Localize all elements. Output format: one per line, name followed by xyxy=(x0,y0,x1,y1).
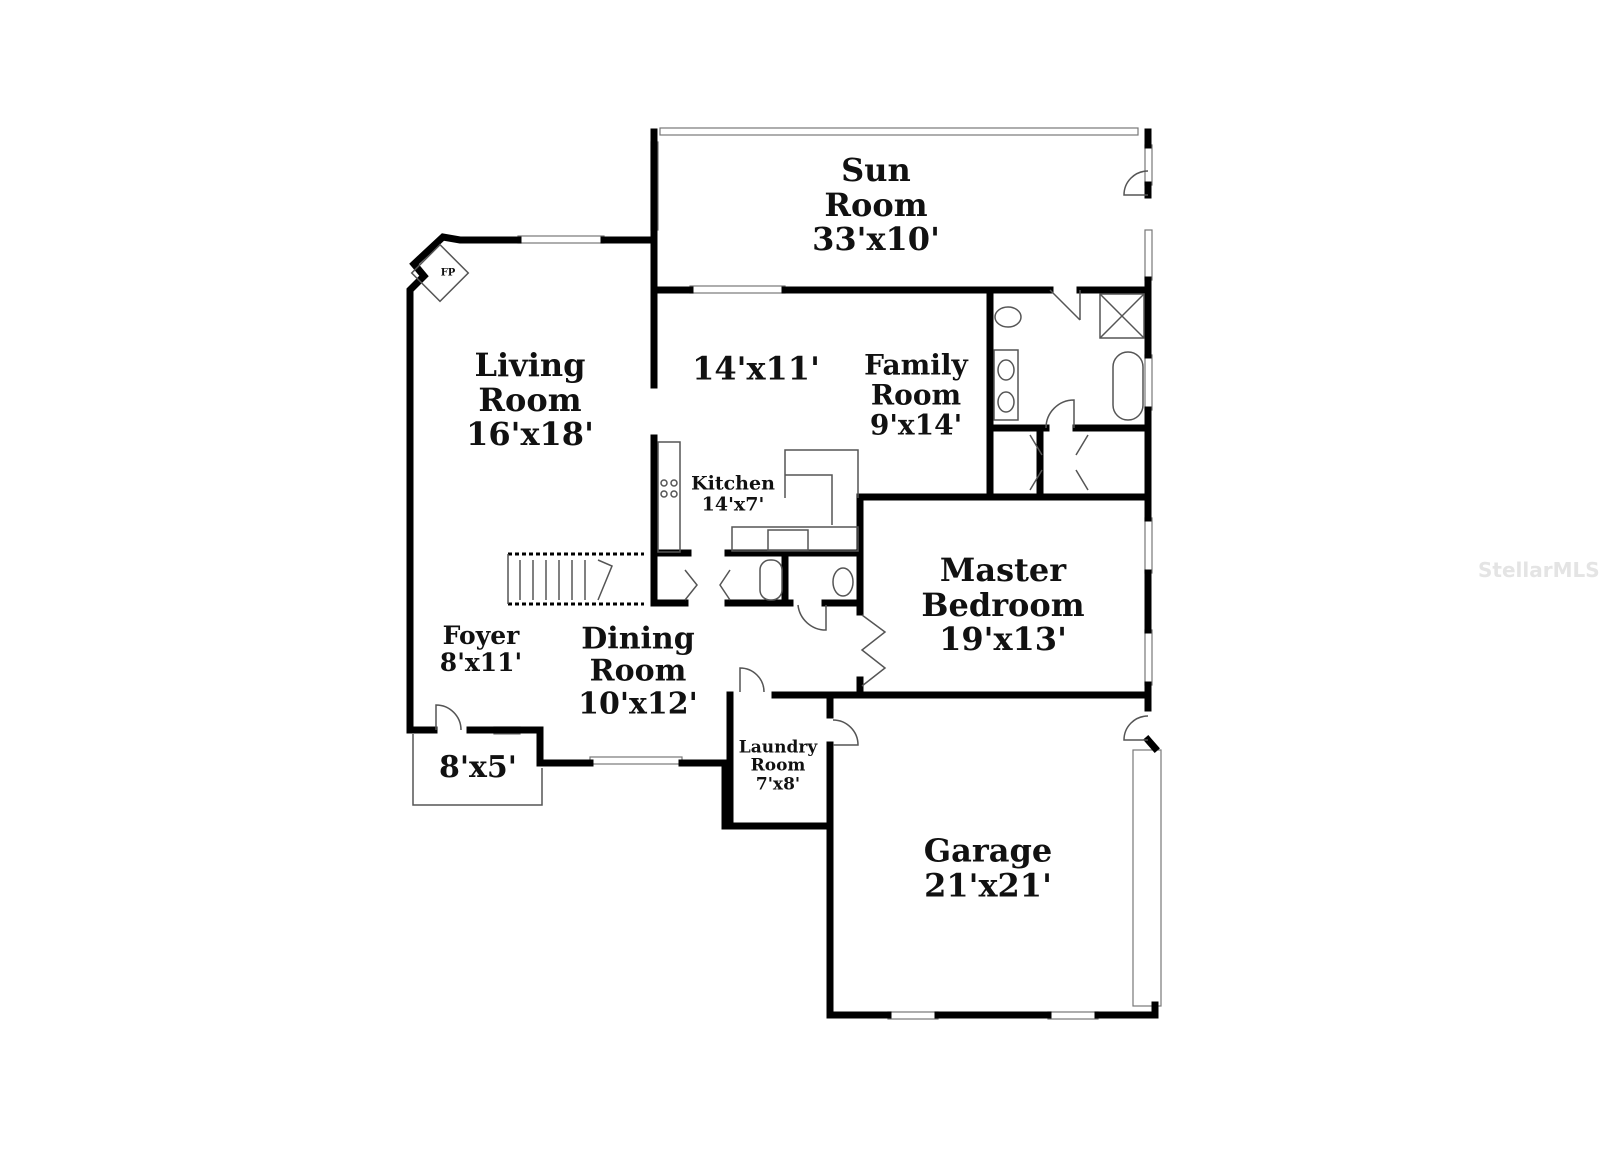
room-name: Room xyxy=(478,380,582,419)
walls xyxy=(406,128,1160,1019)
bathtub-icon xyxy=(1112,351,1144,421)
room-label-garage: Garage 21'x21' xyxy=(924,833,1052,902)
room-label-kitchen: Kitchen 14'x7' xyxy=(691,473,775,514)
room-label-laundry-room: Laundry Room 7'x8' xyxy=(739,738,817,793)
room-dims: 10'x12' xyxy=(578,686,698,722)
room-name: Room xyxy=(870,378,962,412)
room-name: Family xyxy=(864,348,968,382)
room-name: Room xyxy=(824,185,928,224)
porch-outline xyxy=(412,734,543,806)
room-label-master-bedroom: Master Bedroom 19'x13' xyxy=(921,553,1084,657)
room-dims: 8'x11' xyxy=(439,648,523,677)
stairs xyxy=(507,552,644,606)
kitchen-counter xyxy=(731,449,859,552)
room-dims: 33'x10' xyxy=(812,220,940,259)
room-label-living-room: Living Room 16'x18' xyxy=(466,348,594,452)
room-name: Master xyxy=(939,551,1067,590)
room-name: Kitchen xyxy=(691,472,775,495)
toilet-icon xyxy=(994,306,1022,328)
room-label-foyer: Foyer 8'x11' xyxy=(440,622,522,676)
shower-icon xyxy=(1099,293,1145,339)
watermark: StellarMLS xyxy=(1478,558,1600,582)
room-label-porch: 8'x5' xyxy=(438,749,518,785)
room-dims: 9'x14' xyxy=(869,409,963,443)
room-dims-family-extra: 14'x11' xyxy=(692,349,820,388)
toilet-icon xyxy=(832,567,854,597)
windows xyxy=(493,127,1162,1020)
fireplace-icon xyxy=(410,243,470,303)
room-name: Room xyxy=(750,755,806,776)
room-label-sun-room: Sun Room 33'x10' xyxy=(812,153,940,257)
room-dims: 14'x7' xyxy=(701,493,765,515)
room-name: Room xyxy=(589,653,687,689)
room-name: Living xyxy=(474,346,586,385)
room-name: Garage xyxy=(923,831,1053,870)
room-name: Foyer xyxy=(442,621,520,650)
room-label-dining-room: Dining Room 10'x12' xyxy=(578,621,698,722)
room-name: Laundry xyxy=(738,737,818,758)
room-dims: 7'x8' xyxy=(755,774,801,795)
room-dims: 16'x18' xyxy=(466,415,594,454)
fixtures xyxy=(410,170,1149,806)
doors xyxy=(435,170,1149,746)
sink-icon xyxy=(759,559,783,601)
room-name: Dining xyxy=(581,621,695,657)
stove-icon xyxy=(657,441,681,553)
sink-icon xyxy=(767,529,809,551)
fireplace-label: FP xyxy=(440,267,456,279)
room-name: Bedroom xyxy=(921,585,1085,624)
room-label-family-room: Family Room 9'x14' xyxy=(864,348,968,443)
room-dims: 21'x21' xyxy=(924,866,1052,904)
room-name: Sun xyxy=(841,151,911,190)
double-vanity-icon xyxy=(993,349,1019,421)
room-dims: 19'x13' xyxy=(939,620,1067,659)
